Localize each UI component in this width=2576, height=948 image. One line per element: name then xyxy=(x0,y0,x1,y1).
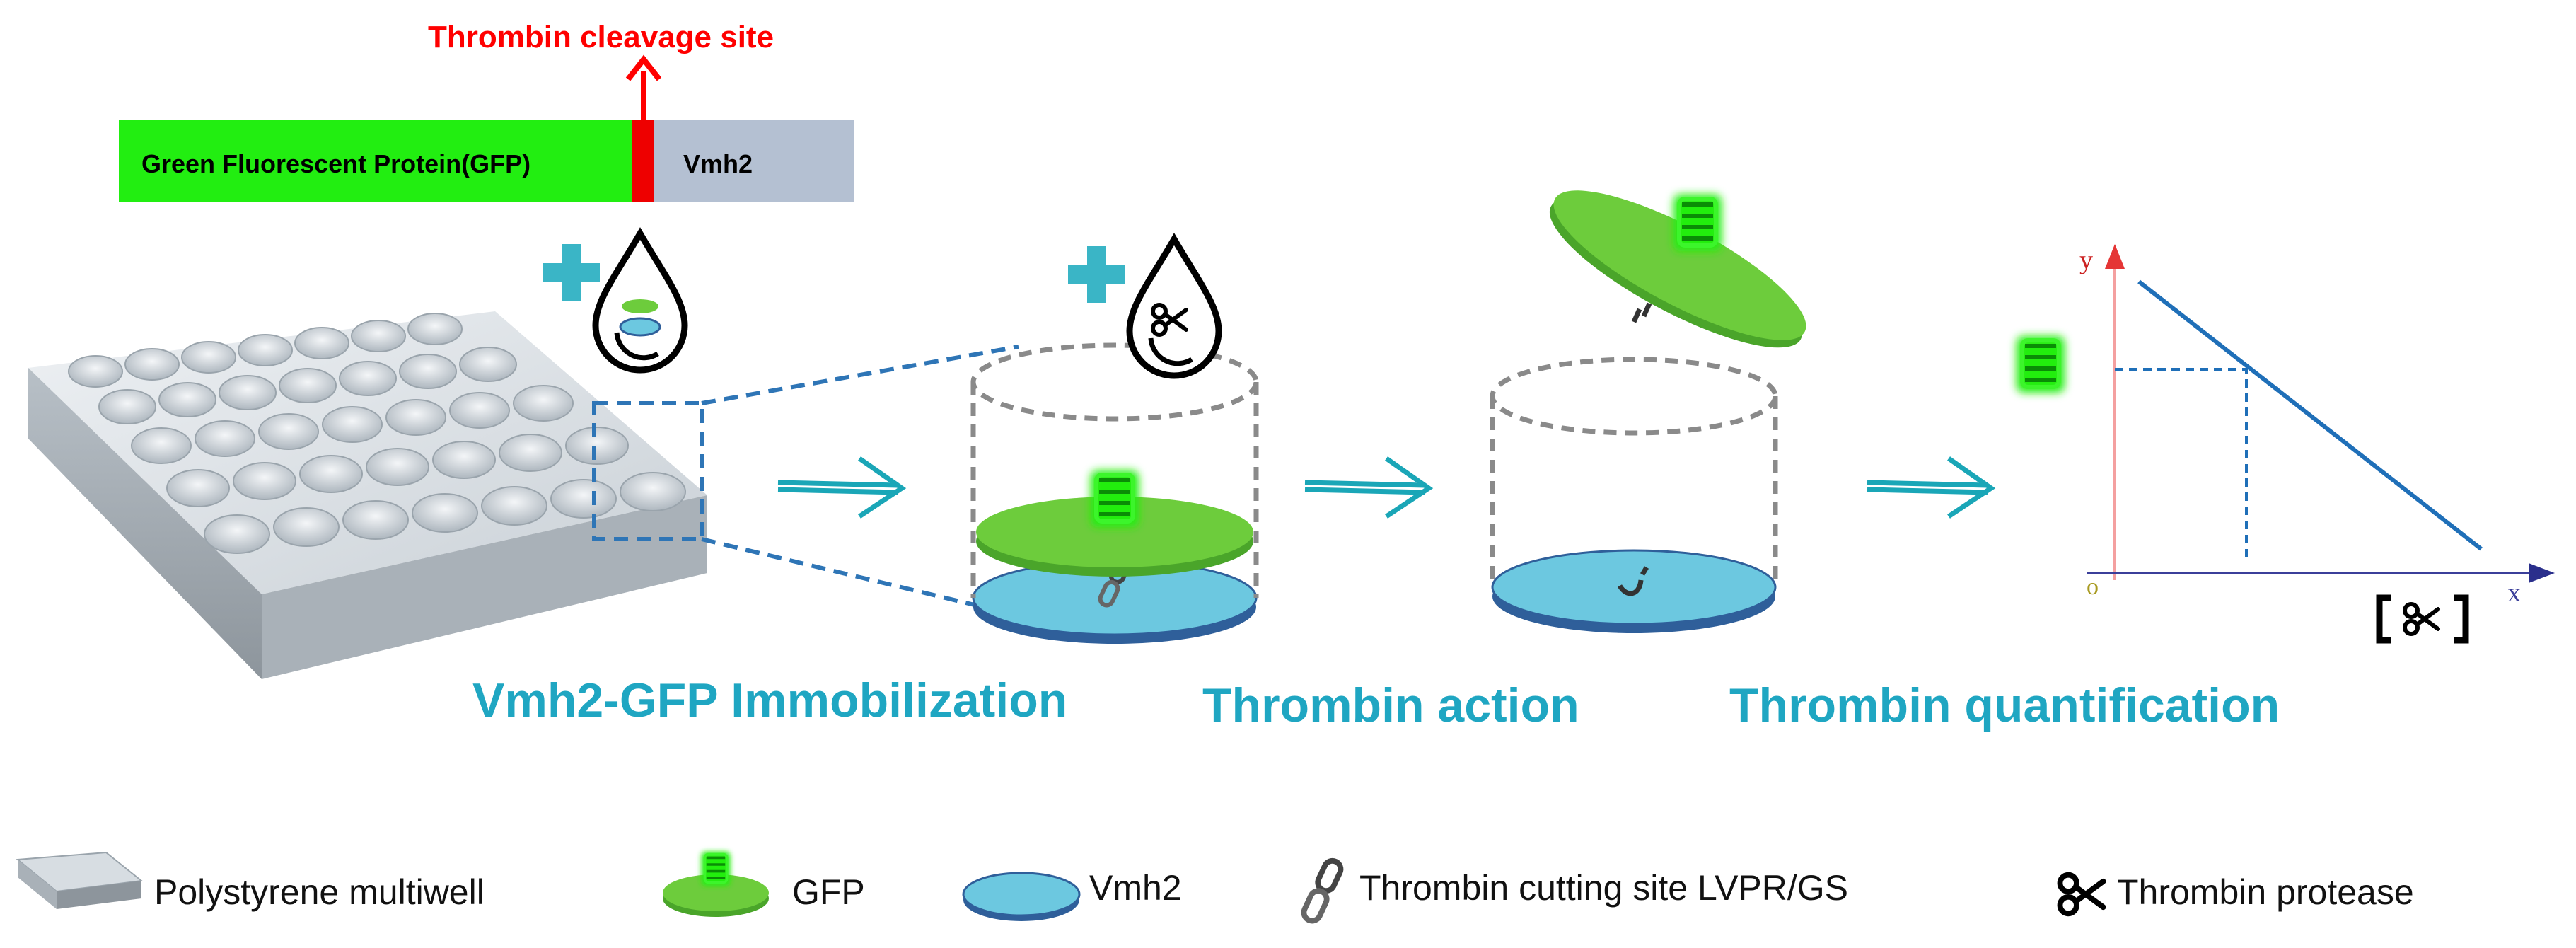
vmh2-segment-label: Vmh2 xyxy=(683,149,753,178)
gfp-signal-icon xyxy=(2017,336,2065,393)
legend-multiwell-label: Polystyrene multiwell xyxy=(154,872,485,912)
plus-icon xyxy=(543,244,600,301)
legend-protease-icon xyxy=(2060,875,2104,914)
cleavage-segment xyxy=(632,120,654,202)
quantification-graph: y x o xyxy=(2017,244,2555,644)
legend-vmh2-label: Vmh2 xyxy=(1089,868,1182,908)
readout-guide xyxy=(2115,368,2248,560)
construct-bar: Green Fluorescent Protein(GFP) Vmh2 Thro… xyxy=(119,20,854,202)
plate-wells xyxy=(68,313,686,554)
cleavage-site-label: Thrombin cleavage site xyxy=(428,20,774,54)
legend-gfp-icon xyxy=(663,852,769,917)
multiwell-plate xyxy=(28,311,707,679)
origin-label: o xyxy=(2087,574,2099,600)
step-label-thrombin-action: Thrombin action xyxy=(1202,678,1579,732)
drop-icon-thrombin xyxy=(1126,233,1222,379)
legend-multiwell-icon xyxy=(16,851,144,909)
gfp-segment-label: Green Fluorescent Protein(GFP) xyxy=(141,149,530,178)
y-axis-label: y xyxy=(2079,245,2093,275)
y-axis-head xyxy=(2105,244,2125,269)
legend-protease-label: Thrombin protease xyxy=(2117,872,2414,912)
legend-gfp-label: GFP xyxy=(792,872,865,912)
vmh2-segment xyxy=(654,120,854,202)
cleavage-arrow-head xyxy=(625,54,662,81)
drop-icon-gfp-vmh2 xyxy=(592,227,688,374)
thrombin-concentration-icon xyxy=(2376,594,2469,644)
process-arrow-2 xyxy=(1304,456,1434,519)
well-cleaved xyxy=(1490,190,1806,633)
step-label-immobilization: Vmh2-GFP Immobilization xyxy=(472,674,1067,727)
x-axis-label: x xyxy=(2507,578,2521,608)
calibration-line xyxy=(2137,279,2483,551)
zoom-indicator xyxy=(592,345,1019,618)
released-gfp-disk xyxy=(1549,190,1806,348)
legend-vmh2-icon xyxy=(962,872,1081,921)
process-arrow-3 xyxy=(1867,456,1996,519)
step-label-quantification: Thrombin quantification xyxy=(1729,678,2280,732)
gfp-segment xyxy=(119,120,632,202)
legend-cutting-site-icon xyxy=(1301,858,1344,923)
well-immobilized xyxy=(970,342,1259,644)
plus-icon-2 xyxy=(1068,246,1125,303)
legend: Polystyrene multiwell GFP Vmh2 Thrombin … xyxy=(16,851,2414,923)
x-axis-head xyxy=(2529,563,2555,583)
legend-cutting-site-label: Thrombin cutting site LVPR/GS xyxy=(1359,868,1848,908)
process-arrow-1 xyxy=(777,456,907,519)
